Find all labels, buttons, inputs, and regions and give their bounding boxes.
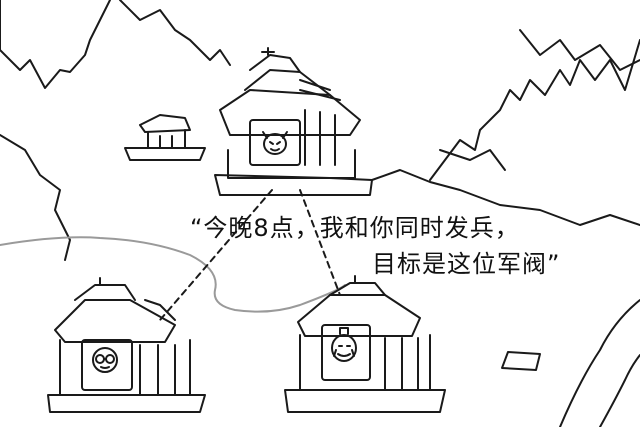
right-fortress bbox=[284, 275, 446, 413]
small-hut bbox=[124, 114, 206, 161]
top-fortress bbox=[214, 47, 373, 196]
devil-face-icon bbox=[262, 131, 288, 155]
road bbox=[0, 236, 346, 313]
caption-line-1: “今晚8点，我和你同时发兵， bbox=[190, 214, 520, 242]
left-fortress bbox=[47, 277, 206, 413]
caption-line-2: 目标是这位军阀” bbox=[372, 250, 561, 278]
bald-face-icon bbox=[331, 327, 357, 362]
glasses-face-icon bbox=[92, 347, 118, 373]
alliance-lines bbox=[159, 189, 341, 321]
